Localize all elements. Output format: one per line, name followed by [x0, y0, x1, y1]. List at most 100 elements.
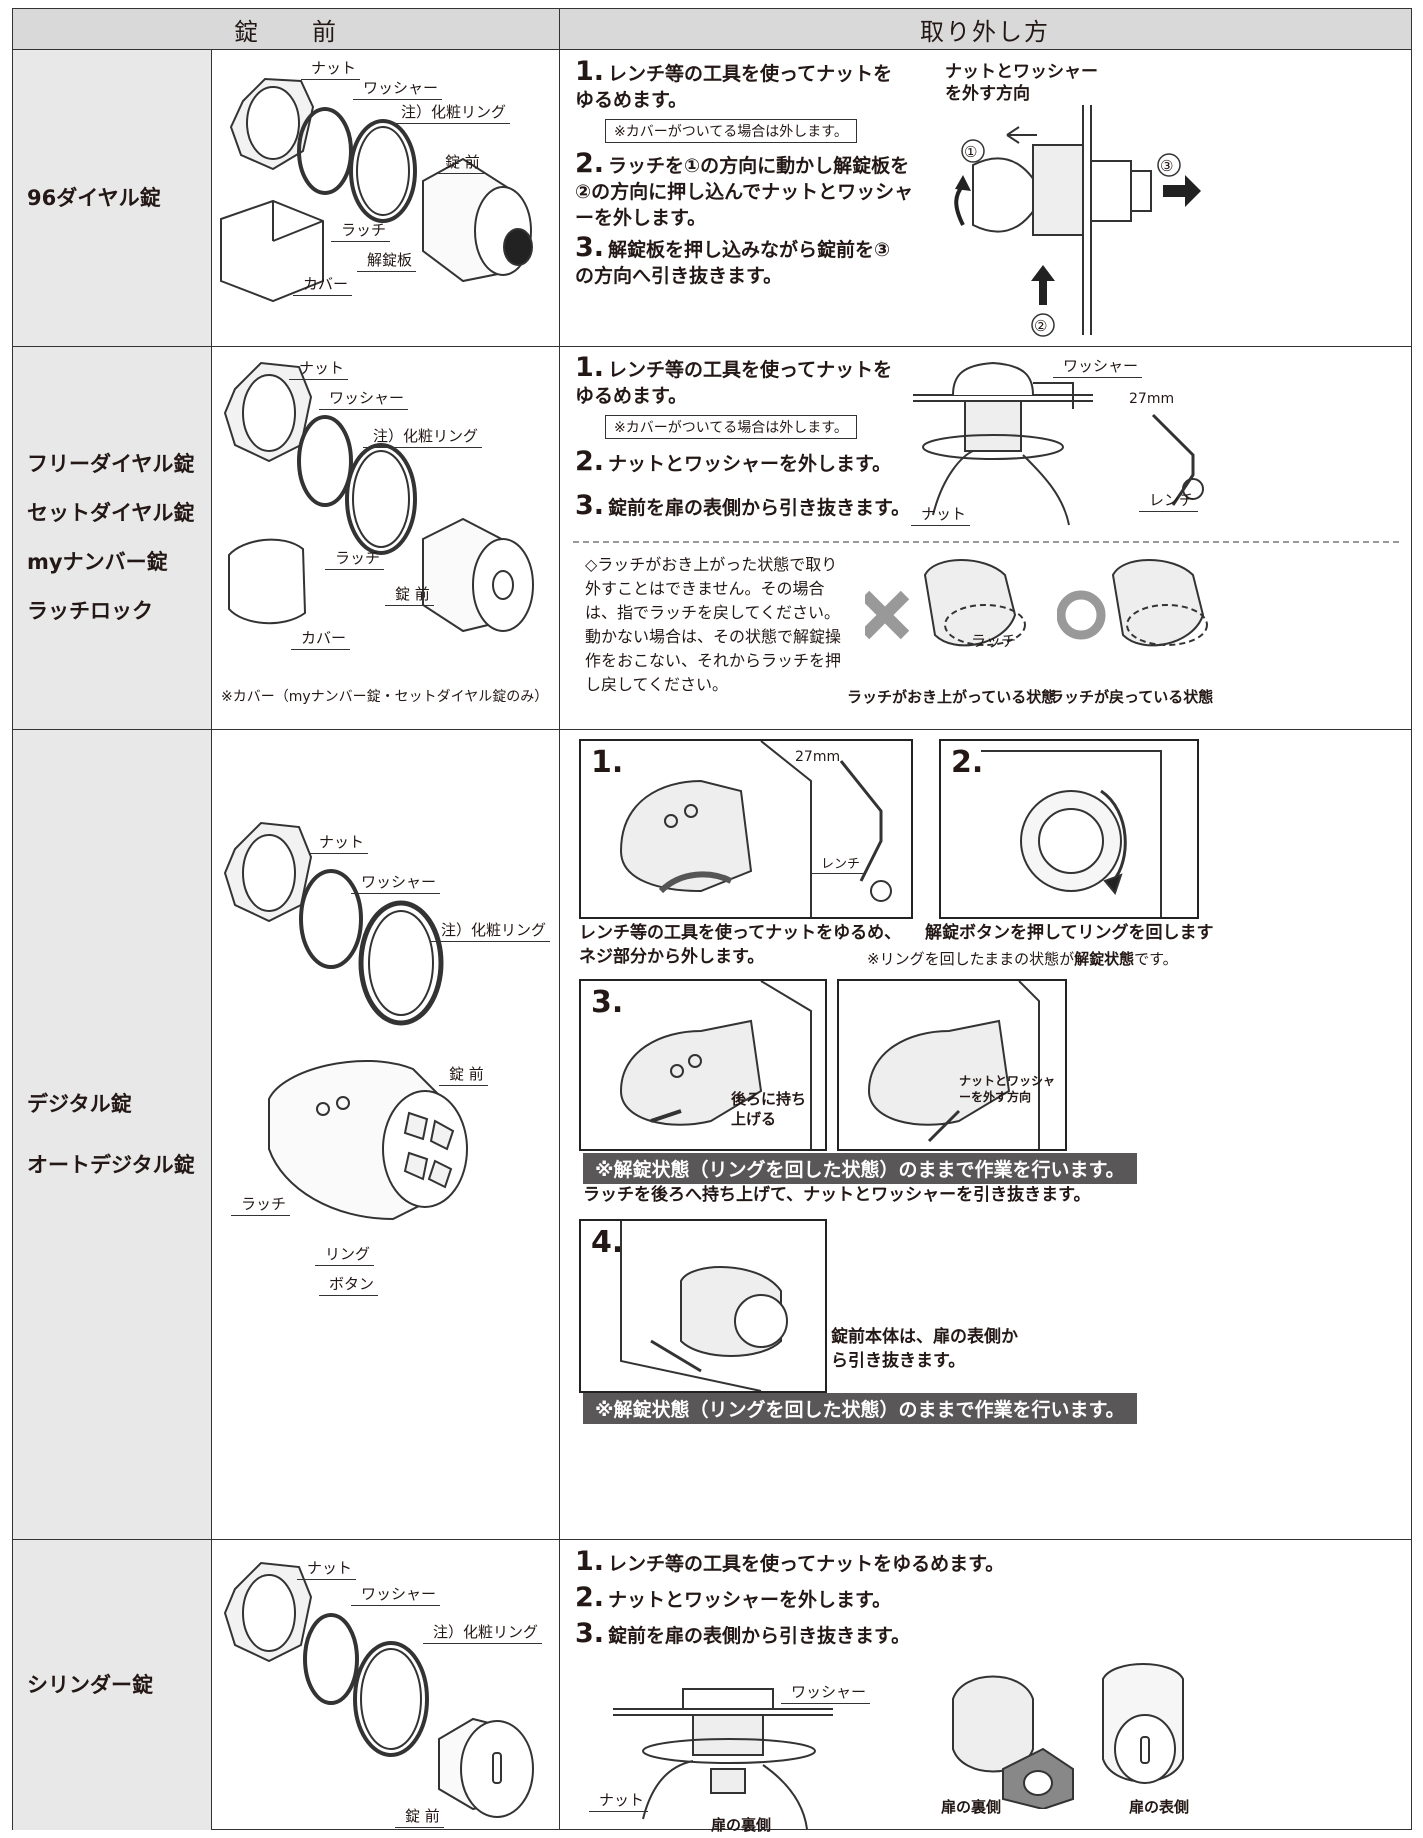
label-ring: 注）化粧リング: [391, 101, 511, 124]
label-ring-part: リング: [315, 1243, 375, 1266]
row1-diagram-label: ナットとワッシャーを外す方向: [945, 62, 1098, 104]
step1-caption: レンチ等の工具を使ってナットをゆるめ、ネジ部分から外します。: [579, 923, 902, 967]
ng-latch-illustration: [865, 559, 1026, 647]
label-washer: ワッシャー: [781, 1681, 871, 1704]
row4-removal-diagram: [613, 1688, 833, 1829]
label-washer: ワッシャー: [351, 871, 441, 894]
caption-door-back-2: 扉の裏側: [941, 1798, 1002, 1816]
lock-name: デジタル錠: [27, 1091, 132, 1116]
label-latch: ラッチ: [971, 632, 1017, 650]
circle-label-2: ②: [1034, 317, 1048, 335]
row1-removal-diagram: [954, 105, 1201, 337]
caption-door-back-1: 扉の裏側: [711, 1816, 772, 1834]
label-nut: ナット: [301, 57, 361, 80]
label-lock: 錠 前: [385, 583, 434, 606]
label-nut: ナット: [589, 1789, 649, 1812]
lift-label: 後ろに持ち上げる: [731, 1090, 807, 1128]
unlock-state-banner-2: ※解錠状態（リングを回した状態）のままで作業を行います。: [583, 1393, 1137, 1424]
label-washer: ワッシャー: [353, 77, 443, 100]
step4-caption: 錠前本体は、扉の表側から引き抜きます。: [831, 1327, 1018, 1371]
step2-note: ※リングを回したままの状態が解錠状態です。: [867, 950, 1178, 968]
row1-step3: 3.解錠板を押し込みながら錠前を③の方向へ引き抜きます。: [575, 232, 891, 287]
step2-caption: 解錠ボタンを押してリングを回します: [925, 923, 1214, 943]
lock-name: ラッチロック: [27, 599, 153, 623]
step-panel-4: 4.: [579, 1219, 827, 1393]
row1-cover-note: ※カバーがついてる場合は外します。: [605, 119, 857, 143]
row2-step3: 3.錠前を扉の表側から引き抜きます。: [575, 490, 911, 521]
row2-cover-note: ※カバー（myナンバー錠・セットダイヤル錠のみ）: [221, 689, 549, 705]
circle-label-1: ①: [964, 143, 978, 161]
step-panel-1: 1. 27mm レンチ: [579, 739, 913, 919]
panel-number: 2.: [951, 745, 984, 780]
row1-step1: 1.レンチ等の工具を使ってナットをゆるめます。: [575, 56, 893, 111]
label-27mm: 27mm: [1129, 391, 1175, 407]
label-wrench: レンチ: [1139, 489, 1199, 512]
row2-parts-illustration: [223, 361, 534, 633]
label-lock: 錠 前: [435, 151, 484, 174]
panel-number: 4.: [591, 1225, 624, 1260]
direction-label: ナットとワッシャーを外す方向: [959, 1074, 1056, 1104]
label-ring: 注）化粧リング: [423, 1621, 543, 1644]
grid-line: [13, 346, 1411, 347]
label-lock: 錠 前: [395, 1805, 444, 1828]
row3-name-cell: デジタル錠 オートデジタル錠: [13, 730, 211, 1539]
label-nut: ナット: [911, 503, 971, 526]
row1-step2: 2.ラッチを①の方向に動かし解錠板を②の方向に押し込んでナットとワッシャーを外し…: [575, 148, 914, 229]
row3-parts-illustration: [223, 821, 468, 1221]
label-latch: ラッチ: [231, 1193, 291, 1216]
row4-step3: 3.錠前を扉の表側から引き抜きます。: [575, 1618, 911, 1649]
label-release-plate: 解錠板: [357, 249, 417, 272]
row1-parts-illustration: [220, 77, 533, 303]
ok-latch-illustration: [1057, 559, 1208, 647]
lock-name: フリーダイヤル錠: [27, 452, 195, 476]
grid-line: [13, 1539, 1411, 1540]
row4-parts-illustration: [223, 1561, 534, 1818]
panel-number: 3.: [591, 985, 624, 1020]
label-button: ボタン: [319, 1273, 379, 1296]
step-panel-3: 3. 後ろに持ち上げる: [579, 979, 827, 1151]
label-washer: ワッシャー: [1053, 355, 1143, 378]
lock-name: オートデジタル錠: [27, 1152, 195, 1177]
panel-number: 1.: [591, 745, 624, 780]
row4-name-cell: シリンダー錠: [13, 1540, 211, 1830]
step-panel-3b: ナットとワッシャーを外す方向: [837, 979, 1067, 1151]
header-removal: 取り外し方: [559, 9, 1411, 50]
unlock-state-banner: ※解錠状態（リングを回した状態）のままで作業を行います。: [583, 1153, 1137, 1184]
row2-removal-diagram: [913, 361, 1204, 526]
label-27mm: 27mm: [795, 749, 841, 765]
row2-name-cell: フリーダイヤル錠 セットダイヤル錠 myナンバー錠 ラッチロック: [13, 347, 211, 729]
lock-name: 96ダイヤル錠: [27, 185, 161, 210]
label-cover: カバー: [293, 273, 353, 296]
label-washer: ワッシャー: [319, 387, 409, 410]
row2-cover-note-box: ※カバーがついてる場合は外します。: [605, 415, 857, 439]
circle-label-3: ③: [1160, 157, 1174, 175]
ng-caption: ラッチがおき上がっている状態: [847, 688, 1057, 706]
lock-name: myナンバー錠: [27, 550, 168, 574]
grid-line: [211, 49, 212, 1829]
label-cover: カバー: [291, 627, 351, 650]
label-nut: ナット: [297, 1557, 357, 1580]
row2-step2: 2.ナットとワッシャーを外します。: [575, 446, 892, 477]
label-lock: 錠 前: [439, 1063, 488, 1086]
label-nut: ナット: [309, 831, 369, 854]
caption-door-front: 扉の表側: [1129, 1798, 1190, 1816]
row1-name-cell: 96ダイヤル錠: [13, 50, 211, 346]
label-latch: ラッチ: [331, 219, 391, 242]
label-nut: ナット: [289, 357, 349, 380]
label-ring: 注）化粧リング: [431, 919, 551, 942]
ok-caption: ラッチが戻っている状態: [1049, 688, 1214, 706]
header-lock: 錠 前: [13, 9, 559, 50]
row4-step1: 1.レンチ等の工具を使ってナットをゆるめます。: [575, 1546, 1005, 1577]
label-wrench: レンチ: [811, 853, 865, 874]
row2-step1: 1.レンチ等の工具を使ってナットをゆるめます。: [575, 352, 893, 407]
lock-name: セットダイヤル錠: [27, 501, 195, 525]
label-washer: ワッシャー: [351, 1583, 441, 1606]
row2-divider: [573, 541, 1399, 543]
step-panel-2: 2.: [939, 739, 1199, 919]
grid-line: [559, 9, 560, 1829]
instruction-sheet: 錠 前 取り外し方 96ダイヤル錠 ナット ワッシャー 注）化粧リング: [12, 8, 1412, 1834]
step3-caption: ラッチを後ろへ持ち上げて、ナットとワッシャーを引き抜きます。: [583, 1185, 1091, 1205]
row2-latch-note: ◇ラッチがおき上がった状態で取り外すことはできません。その場合は、指でラッチを戻…: [585, 555, 842, 694]
grid-line: [13, 729, 1411, 730]
label-ring: 注）化粧リング: [363, 425, 483, 448]
